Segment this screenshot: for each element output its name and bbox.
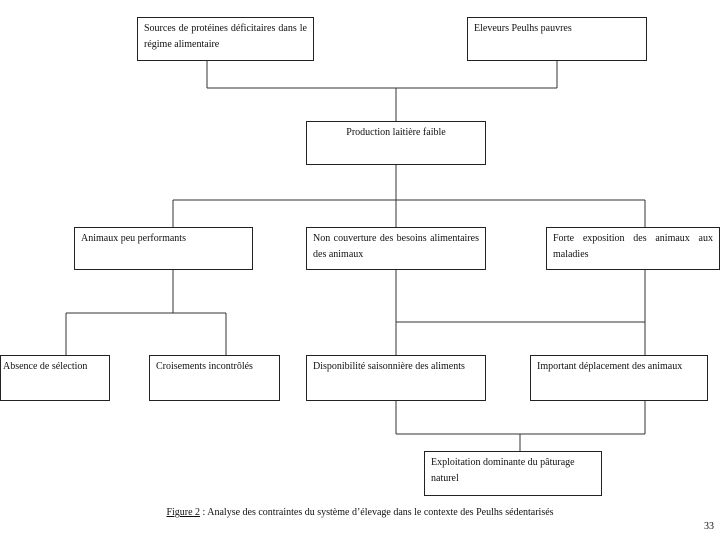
box-sources-proteines: Sources de protéines déficitaires dans l… xyxy=(137,17,314,61)
box-production-laitiere: Production laitière faible xyxy=(306,121,486,165)
box-eleveurs-peulhs: Eleveurs Peulhs pauvres xyxy=(467,17,647,61)
figure-caption-text: : Analyse des contraintes du système d’é… xyxy=(200,507,554,518)
box-deplacement: Important déplacement des animaux xyxy=(530,355,708,401)
box-forte-exposition-text: Forte exposition des animaux aux maladie… xyxy=(553,233,713,260)
box-eleveurs-peulhs-text: Eleveurs Peulhs pauvres xyxy=(474,23,572,34)
box-disponibilite: Disponibilité saisonnière des aliments xyxy=(306,355,486,401)
box-croisements: Croisements incontrôlés xyxy=(149,355,280,401)
box-non-couverture: Non couverture des besoins alimentaires … xyxy=(306,227,486,270)
box-production-laitiere-text: Production laitière faible xyxy=(346,127,446,138)
figure-caption: Figure 2 : Analyse des contraintes du sy… xyxy=(0,507,720,518)
box-deplacement-text: Important déplacement des animaux xyxy=(537,361,683,372)
box-animaux-peu-performants: Animaux peu performants xyxy=(74,227,253,270)
box-sources-proteines-text: Sources de protéines déficitaires dans l… xyxy=(144,23,307,50)
box-non-couverture-text: Non couverture des besoins alimentaires … xyxy=(313,233,479,260)
box-forte-exposition: Forte exposition des animaux aux maladie… xyxy=(546,227,720,270)
page-number: 33 xyxy=(704,521,714,532)
box-disponibilite-text: Disponibilité saisonnière des aliments xyxy=(313,361,465,372)
box-croisements-text: Croisements incontrôlés xyxy=(156,361,253,372)
box-animaux-peu-performants-text: Animaux peu performants xyxy=(81,233,186,244)
box-absence-selection-text: Absence de sélection xyxy=(3,361,88,372)
box-exploitation: Exploitation dominante du pâturage natur… xyxy=(424,451,602,496)
box-exploitation-text: Exploitation dominante du pâturage natur… xyxy=(431,457,575,484)
box-absence-selection: Absence de sélection xyxy=(0,355,110,401)
figure-caption-label: Figure 2 xyxy=(166,507,201,518)
